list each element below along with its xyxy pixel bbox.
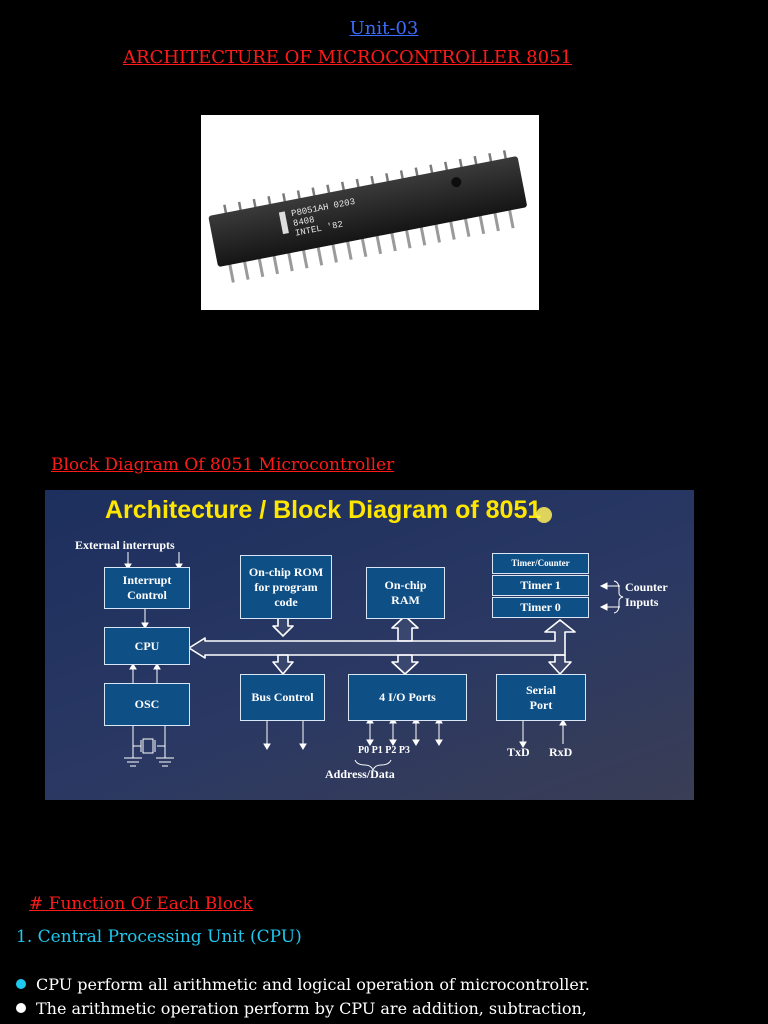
bullet-item: The arithmetic operation perform by CPU … [16, 999, 587, 1018]
ports-label: P0 P1 P2 P3 [358, 745, 410, 756]
bullet-dot-icon [16, 979, 26, 989]
block-diagram-heading: Block Diagram Of 8051 Microcontroller [51, 455, 395, 475]
timer1-block: Timer 1 [492, 575, 589, 596]
bullet-text: CPU perform all arithmetic and logical o… [36, 975, 590, 994]
diagram-connectors [124, 552, 624, 772]
cpu-block: CPU [104, 627, 190, 665]
osc-block: OSC [104, 683, 190, 726]
ic-chip-image: P8051AH 0203 8408 INTEL '82 [208, 150, 527, 283]
rom-block: On-chip ROM for program code [240, 555, 332, 619]
block-diagram: Architecture / Block Diagram of 8051 [45, 490, 694, 800]
page-title: ARCHITECTURE OF MICROCONTROLLER 8051 [123, 47, 572, 68]
serial-port-block: Serial Port [496, 674, 586, 721]
pointer-highlight-icon [536, 507, 552, 523]
chip-photo: P8051AH 0203 8408 INTEL '82 [201, 115, 539, 310]
cpu-section-title: 1. Central Processing Unit (CPU) [16, 927, 302, 947]
diagram-title: Architecture / Block Diagram of 8051 [105, 496, 542, 524]
io-ports-block: 4 I/O Ports [348, 674, 467, 721]
bullet-dot-icon [16, 1003, 26, 1013]
unit-title: Unit-03 [349, 18, 419, 39]
timer-counter-header: Timer/Counter [492, 553, 589, 574]
rxd-label: RxD [549, 745, 573, 759]
ram-block: On-chip RAM [366, 567, 445, 619]
interrupt-control-block: Interrupt Control [104, 567, 190, 609]
bullet-item: CPU perform all arithmetic and logical o… [16, 975, 590, 994]
bus-control-block: Bus Control [240, 674, 325, 721]
timer0-block: Timer 0 [492, 597, 589, 618]
address-data-label: Address/Data [325, 767, 395, 781]
external-interrupts-label: External interrupts [75, 538, 175, 552]
bullet-text: The arithmetic operation perform by CPU … [36, 999, 587, 1018]
txd-label: TxD [507, 745, 530, 759]
function-heading: # Function Of Each Block [29, 894, 253, 914]
chip-marking-2: 8408 [292, 215, 315, 229]
counter-inputs-label: Counter Inputs [625, 580, 668, 609]
